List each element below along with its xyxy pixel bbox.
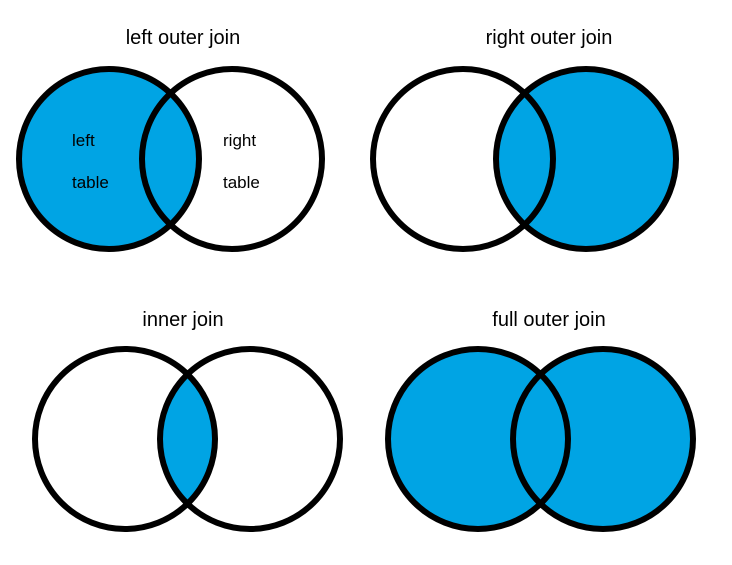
venn-right-outer-join	[370, 66, 679, 252]
venn-right-circle-outline	[493, 66, 679, 252]
venn-right-circle-outline	[510, 346, 696, 532]
diagram-title-inner-join: inner join	[142, 309, 224, 331]
venn-label-right-table-line2: table	[223, 173, 260, 192]
venn-full-outer-join	[385, 346, 696, 532]
venn-label-left-table-line1: left	[72, 131, 95, 150]
diagram-inner-join: inner join	[0, 300, 366, 565]
venn-right-circle-outline	[139, 66, 325, 252]
diagram-title-full-outer-join: full outer join	[492, 309, 606, 331]
venn-right-circle-outline	[157, 346, 343, 532]
venn-left-circle-outline	[385, 346, 571, 532]
venn-left-outer-join: left table right table	[16, 66, 325, 252]
venn-left-circle-outline	[32, 346, 218, 532]
venn-label-left-table-line2: table	[72, 173, 109, 192]
diagram-title-right-outer-join: right outer join	[485, 27, 613, 49]
diagram-left-outer-join: left outer join left table right table	[0, 18, 366, 283]
diagram-right-outer-join: right outer join	[366, 18, 732, 283]
venn-label-right-table-line1: right	[223, 131, 256, 150]
venn-left-circle-outline	[370, 66, 556, 252]
diagram-title-left-outer-join: left outer join	[125, 27, 241, 49]
venn-inner-join	[32, 346, 343, 532]
diagram-full-outer-join: full outer join	[366, 300, 732, 565]
venn-left-circle-outline	[16, 66, 202, 252]
